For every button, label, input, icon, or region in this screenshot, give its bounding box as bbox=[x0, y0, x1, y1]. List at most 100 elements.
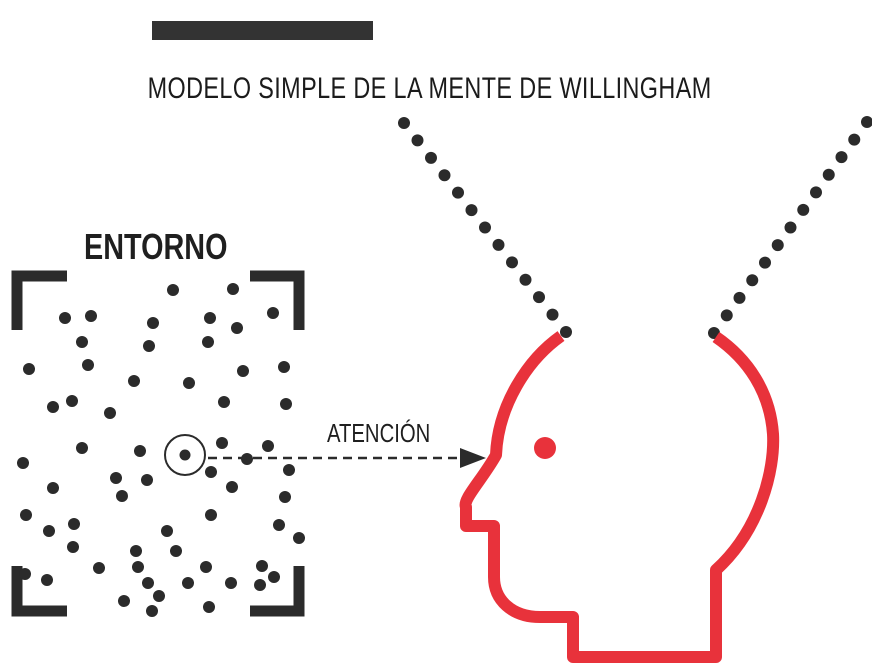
environment-dot bbox=[161, 525, 173, 537]
environment-dot bbox=[130, 545, 142, 557]
diagram-title: MODELO SIMPLE DE LA MENTE DE WILLINGHAM bbox=[147, 72, 712, 105]
environment-dot bbox=[110, 472, 122, 484]
environment-dot bbox=[218, 396, 230, 408]
environment-dot bbox=[68, 518, 80, 530]
environment-dot bbox=[153, 590, 165, 602]
environment-dot bbox=[283, 464, 295, 476]
environment-dot bbox=[204, 312, 216, 324]
funnel-dot bbox=[398, 117, 410, 129]
environment-dot bbox=[202, 336, 214, 348]
environment-dot bbox=[227, 283, 239, 295]
attention-arrow-head bbox=[460, 448, 486, 468]
focus-dot bbox=[179, 449, 191, 461]
environment-dot bbox=[182, 577, 194, 589]
funnel-dot bbox=[759, 256, 771, 269]
environment-dot bbox=[254, 579, 266, 591]
environment-dot bbox=[17, 457, 29, 469]
dotted-funnel bbox=[398, 116, 872, 339]
environment-dot bbox=[268, 571, 280, 583]
environment-label: ENTORNO bbox=[84, 226, 228, 267]
environment-dot bbox=[76, 442, 88, 454]
funnel-dot bbox=[720, 309, 733, 322]
environment-dot bbox=[59, 312, 71, 324]
funnel-dot bbox=[546, 308, 559, 321]
funnel-dot bbox=[733, 291, 746, 304]
environment-dot bbox=[203, 601, 215, 613]
eye-dot bbox=[534, 437, 556, 459]
environment-dot bbox=[273, 519, 285, 531]
attention-label: ATENCIÓN bbox=[327, 418, 431, 448]
environment-dot bbox=[280, 398, 292, 410]
head-profile bbox=[459, 331, 780, 663]
environment-dot bbox=[147, 317, 159, 329]
environment-dot bbox=[118, 595, 130, 607]
frame-corner-bottom-left bbox=[11, 566, 67, 617]
top-bar bbox=[152, 21, 373, 40]
environment-dot bbox=[143, 340, 155, 352]
frame-corner-bottom-right bbox=[250, 566, 305, 617]
environment-dot bbox=[85, 310, 97, 322]
environment-dot bbox=[142, 577, 154, 589]
environment-dot bbox=[237, 365, 249, 377]
environment-dot bbox=[279, 491, 291, 503]
environment-dot bbox=[170, 545, 182, 557]
environment-dot bbox=[41, 574, 53, 586]
funnel-dot bbox=[861, 116, 872, 128]
funnel-dot bbox=[560, 326, 572, 338]
funnel-dot bbox=[835, 151, 848, 164]
environment-dot bbox=[66, 395, 78, 407]
funnel-dot bbox=[425, 151, 437, 164]
environment-dot bbox=[93, 562, 105, 574]
funnel-dot bbox=[492, 238, 505, 251]
environment-dot bbox=[128, 375, 140, 387]
funnel-dot bbox=[465, 204, 478, 217]
environment-dot bbox=[267, 307, 279, 319]
funnel-dot bbox=[479, 221, 491, 234]
funnel-dot bbox=[519, 273, 532, 286]
environment-dot bbox=[104, 407, 116, 419]
environment-dot bbox=[167, 284, 179, 296]
funnel-dot bbox=[771, 239, 784, 252]
environment-dot bbox=[200, 561, 212, 573]
environment-dot bbox=[256, 560, 268, 572]
environment-dot bbox=[205, 509, 217, 521]
funnel-dot bbox=[533, 291, 545, 304]
environment-dot bbox=[47, 401, 59, 413]
environment-dot bbox=[225, 577, 237, 589]
environment-dot bbox=[293, 532, 305, 544]
environment-dot bbox=[43, 525, 55, 537]
environment-dot bbox=[76, 336, 88, 348]
environment-dot bbox=[132, 561, 144, 573]
frame-corner-top-left bbox=[11, 270, 67, 330]
environment-dot bbox=[146, 605, 158, 617]
environment-frame bbox=[11, 270, 305, 617]
environment-dot bbox=[19, 568, 31, 580]
focus-circle bbox=[164, 434, 206, 476]
environment-dot bbox=[278, 361, 290, 373]
environment-dot bbox=[20, 509, 32, 521]
funnel-dot bbox=[411, 134, 424, 147]
environment-dot bbox=[141, 474, 153, 486]
frame-corner-top-right bbox=[250, 270, 305, 330]
environment-dot bbox=[47, 482, 59, 494]
environment-dot bbox=[82, 359, 94, 371]
funnel-dot bbox=[810, 186, 822, 199]
environment-dot bbox=[205, 466, 217, 478]
environment-dot bbox=[23, 363, 35, 375]
funnel-dot bbox=[452, 186, 464, 199]
environment-dot bbox=[116, 490, 128, 502]
funnel-dot bbox=[784, 221, 797, 234]
environment-dot bbox=[134, 445, 146, 457]
environment-dot bbox=[67, 541, 79, 553]
funnel-dot bbox=[438, 169, 451, 182]
funnel-dot bbox=[848, 133, 861, 146]
environment-dot bbox=[216, 437, 228, 449]
environment-dot bbox=[231, 322, 243, 334]
funnel-dot bbox=[797, 203, 810, 216]
funnel-dot bbox=[822, 168, 835, 181]
environment-dot bbox=[183, 377, 195, 389]
environment-dot bbox=[262, 440, 274, 452]
environment-dot bbox=[226, 481, 238, 493]
environment-dots bbox=[17, 283, 305, 617]
